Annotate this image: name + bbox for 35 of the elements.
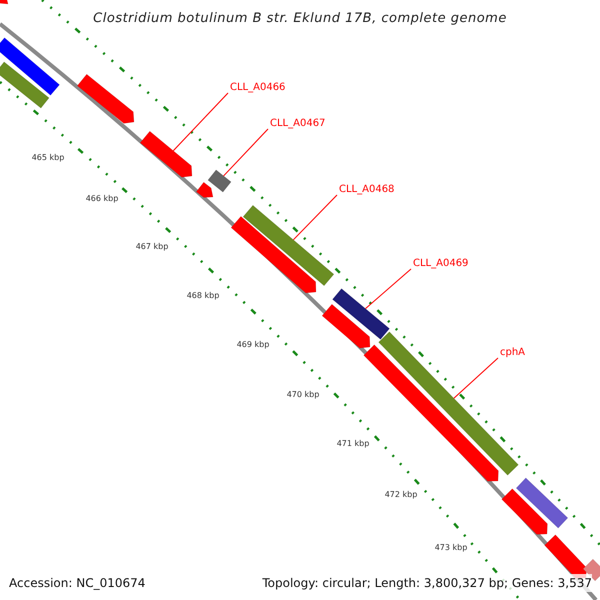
gene-feature <box>516 478 568 528</box>
position-label: 465 kbp <box>30 153 66 163</box>
gene-feature <box>208 170 232 192</box>
gene-label: CLL_A0466 <box>230 82 286 94</box>
gene-feature <box>0 0 8 4</box>
leader-line <box>292 194 338 240</box>
gene-feature <box>0 62 50 108</box>
accession-text: Accession: NC_010674 <box>9 575 146 592</box>
gene-feature <box>140 130 192 178</box>
gene-label: CLL_A0467 <box>270 118 326 130</box>
diagram-title: Clostridium botulinum B str. Eklund 17B, complete genome <box>92 10 508 28</box>
position-label: 466 kbp <box>84 194 120 204</box>
gene-feature <box>0 37 60 96</box>
leader-line <box>223 128 268 176</box>
gene-feature <box>196 182 214 198</box>
position-label: 469 kbp <box>236 340 270 350</box>
gene-feature <box>242 205 334 286</box>
genome-info-text: Topology: circular; Length: 3,800,327 bp; Genes: 3,537 <box>262 574 592 592</box>
position-label: 473 kbp <box>434 543 468 553</box>
position-label: 468 kbp <box>186 291 220 301</box>
position-label: 467 kbp <box>134 242 170 252</box>
gene-feature <box>230 216 316 294</box>
leader-line <box>172 92 228 152</box>
gene-label: CLL_A0469 <box>413 258 468 270</box>
gene-feature <box>322 304 370 348</box>
gene-label: cphA <box>500 347 526 359</box>
leader-line <box>364 268 412 310</box>
gene-label: CLL_A0468 <box>339 184 394 196</box>
gene-feature <box>332 288 390 340</box>
gene-feature <box>77 74 134 124</box>
gene-feature <box>501 488 548 535</box>
position-label: 472 kbp <box>384 490 418 500</box>
position-label: 470 kbp <box>286 390 320 400</box>
position-label: 471 kbp <box>336 439 370 449</box>
leader-line <box>453 358 498 399</box>
